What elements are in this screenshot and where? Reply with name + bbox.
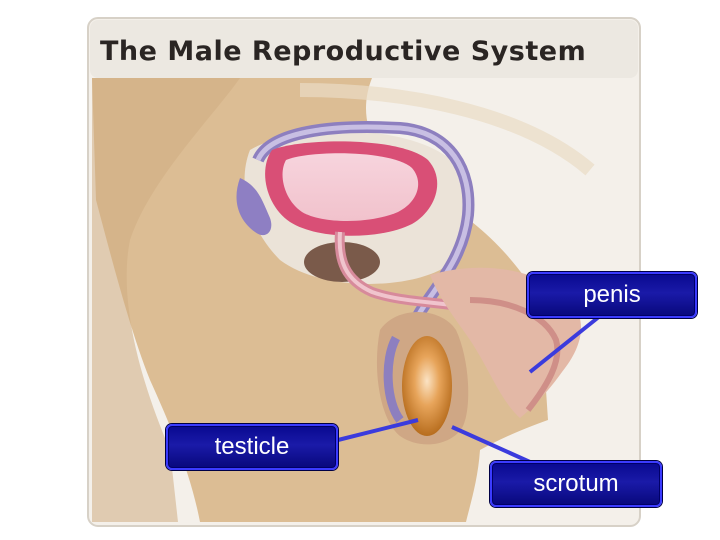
bladder-interior: [283, 153, 419, 221]
diagram-title: The Male Reproductive System: [100, 36, 586, 67]
scrotum-label: scrotum: [490, 461, 662, 507]
penis-label: penis: [527, 272, 697, 318]
testicle-label: testicle: [166, 424, 338, 470]
